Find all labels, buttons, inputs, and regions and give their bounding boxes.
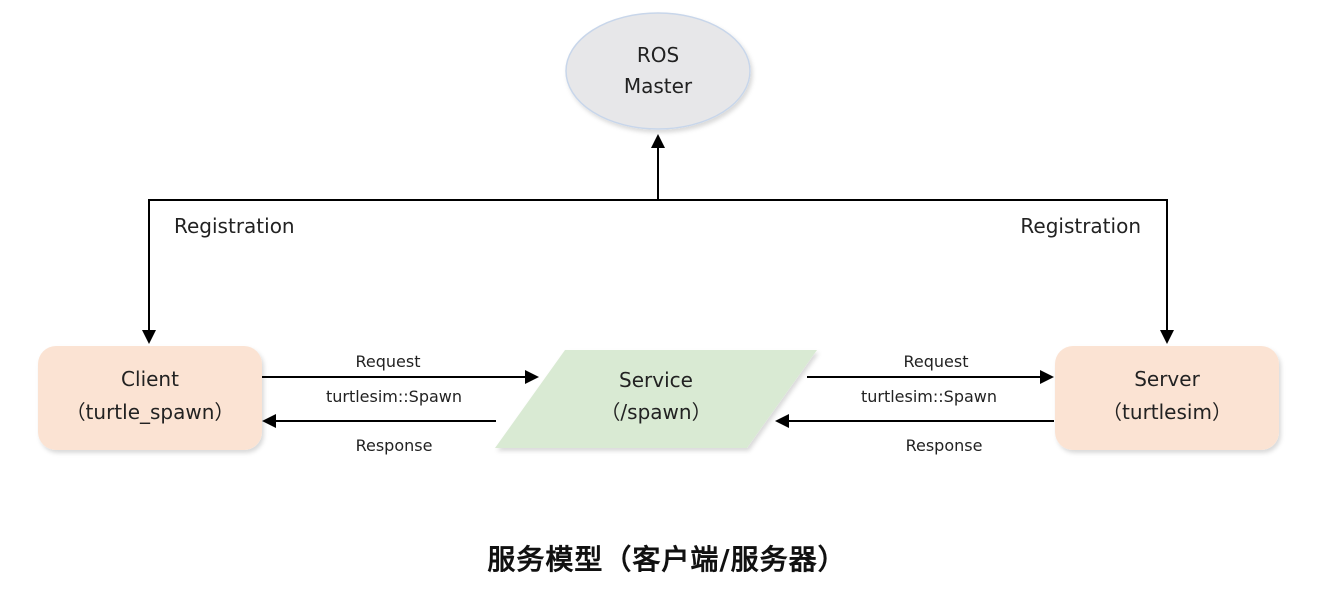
right-registration-label: Registration: [1020, 214, 1141, 238]
ros-master-label-line1: ROS: [637, 43, 679, 67]
client-node: Client （turtle_spawn）: [38, 346, 262, 450]
ros-master-label-line2: Master: [624, 74, 693, 98]
right-request-label: Request: [904, 352, 969, 371]
service-node: Service （/spawn）: [495, 350, 817, 448]
left-response-label: Response: [356, 436, 433, 455]
server-node: Server （turtlesim）: [1055, 346, 1279, 450]
server-label-line1: Server: [1134, 367, 1200, 391]
service-label-line2: （/spawn）: [600, 400, 711, 424]
client-label-line2: （turtle_spawn）: [66, 400, 235, 424]
service-server-connectors: Request turtlesim::Spawn Response: [775, 352, 1054, 455]
right-response-label: Response: [906, 436, 983, 455]
right-type-label: turtlesim::Spawn: [861, 387, 997, 406]
registration-connectors: Registration Registration: [142, 134, 1174, 344]
left-registration-label: Registration: [174, 214, 295, 238]
ros-master-node: ROS Master: [565, 12, 751, 130]
figure-caption: 服务模型（客户端/服务器）: [487, 543, 847, 576]
left-type-label: turtlesim::Spawn: [326, 387, 462, 406]
client-label-line1: Client: [121, 367, 179, 391]
client-service-connectors: Request turtlesim::Spawn Response: [262, 352, 539, 455]
left-request-label: Request: [356, 352, 421, 371]
service-label-line1: Service: [619, 368, 693, 392]
server-label-line2: （turtlesim）: [1102, 400, 1232, 424]
